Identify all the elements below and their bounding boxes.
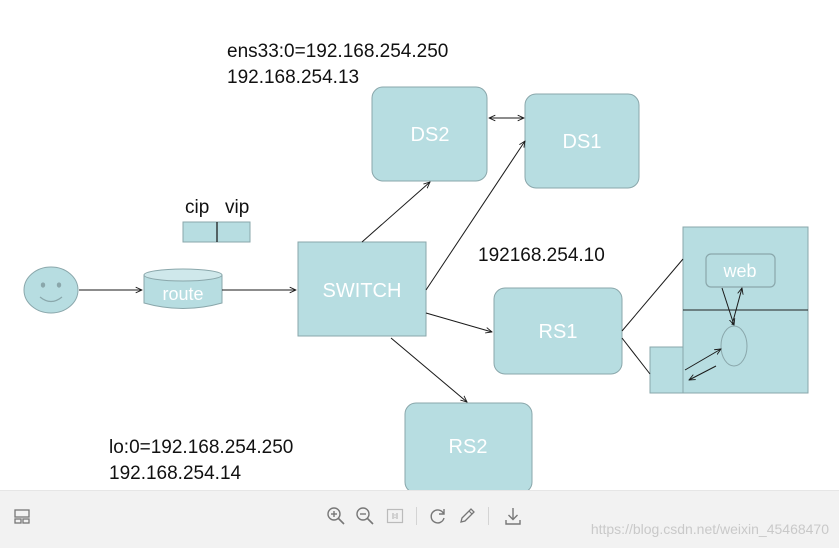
connectors xyxy=(79,118,742,402)
edge-process-nic xyxy=(689,365,717,380)
packet-cip-label: cip xyxy=(185,197,209,218)
toolbar-divider xyxy=(416,507,417,525)
edge-process-web xyxy=(731,288,742,326)
packet-box xyxy=(182,221,251,243)
edge-nic-process xyxy=(684,349,721,371)
rs-note-line1: lo:0=192.168.254.250 xyxy=(109,437,293,458)
viewer-toolbar: https://blog.csdn.net/weixin_45468470 xyxy=(0,490,839,548)
actual-size-icon[interactable] xyxy=(384,505,406,527)
web-label: web xyxy=(722,261,756,281)
zoom-out-icon[interactable] xyxy=(354,505,376,527)
edge-switch-ds1 xyxy=(425,141,525,291)
edge-rs1-panel-top xyxy=(621,258,684,332)
ds1-label: DS1 xyxy=(563,131,602,153)
zoom-in-icon[interactable] xyxy=(325,505,347,527)
rotate-icon[interactable] xyxy=(427,505,449,527)
client-face-icon xyxy=(23,266,79,314)
rs-note-line2: 192.168.254.14 xyxy=(109,463,242,484)
layout-icon[interactable] xyxy=(11,505,33,527)
rs2-label: RS2 xyxy=(449,436,488,458)
edge-switch-ds2 xyxy=(361,182,430,243)
ds-note-line2: 192.168.254.13 xyxy=(227,67,359,88)
switch-label: SWITCH xyxy=(323,280,402,302)
edge-rs1-panel-bottom xyxy=(621,337,651,375)
edge-web-process xyxy=(721,287,734,325)
edge-switch-rs1 xyxy=(425,312,492,332)
edge-switch-rs2 xyxy=(390,337,467,402)
toolbar-divider xyxy=(488,507,489,525)
rs1-ip-label: 192168.254.10 xyxy=(478,245,605,266)
edit-icon[interactable] xyxy=(456,505,478,527)
watermark-text: https://blog.csdn.net/weixin_45468470 xyxy=(590,521,829,537)
ds2-node xyxy=(371,86,488,182)
network-diagram: ens33:0=192.168.254.250 192.168.254.13 1… xyxy=(23,41,809,490)
packet-vip-label: vip xyxy=(225,197,249,218)
ds-note-line1: ens33:0=192.168.254.250 xyxy=(227,41,448,62)
rs1-label: RS1 xyxy=(539,321,578,343)
rs2-node xyxy=(404,402,533,490)
download-icon[interactable] xyxy=(502,505,524,527)
route-label: route xyxy=(162,284,203,304)
route-node xyxy=(143,268,223,309)
ds2-label: DS2 xyxy=(411,124,450,146)
